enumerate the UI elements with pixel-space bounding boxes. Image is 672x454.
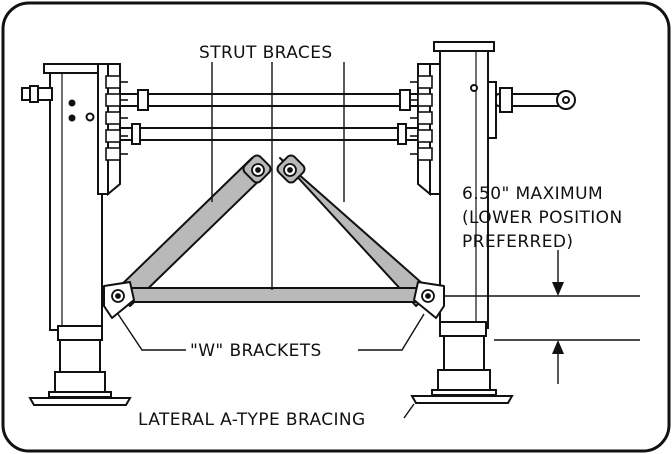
w-brackets-label: "W" BRACKETS	[190, 341, 322, 361]
right-landing-jack	[410, 41, 576, 404]
preferred-label: PREFERRED)	[462, 232, 573, 252]
left-bolt-column	[105, 75, 128, 161]
strut-braces-label: STRUT BRACES	[199, 43, 333, 63]
lower-position-label: (LOWER POSITION	[462, 208, 623, 228]
left-landing-jack	[21, 63, 132, 406]
strut-braces	[119, 89, 419, 145]
dimension-arrows	[552, 282, 564, 354]
dimension-6-50	[444, 250, 640, 384]
lateral-bracing-label: LATERAL A-TYPE BRACING	[138, 410, 366, 430]
a-type-bracing	[113, 154, 433, 307]
maximum-height-label: 6.50" MAXIMUM	[462, 184, 603, 204]
right-bolt-column	[410, 75, 433, 161]
leader-lines	[117, 62, 425, 419]
pivot-bolts	[111, 163, 435, 303]
